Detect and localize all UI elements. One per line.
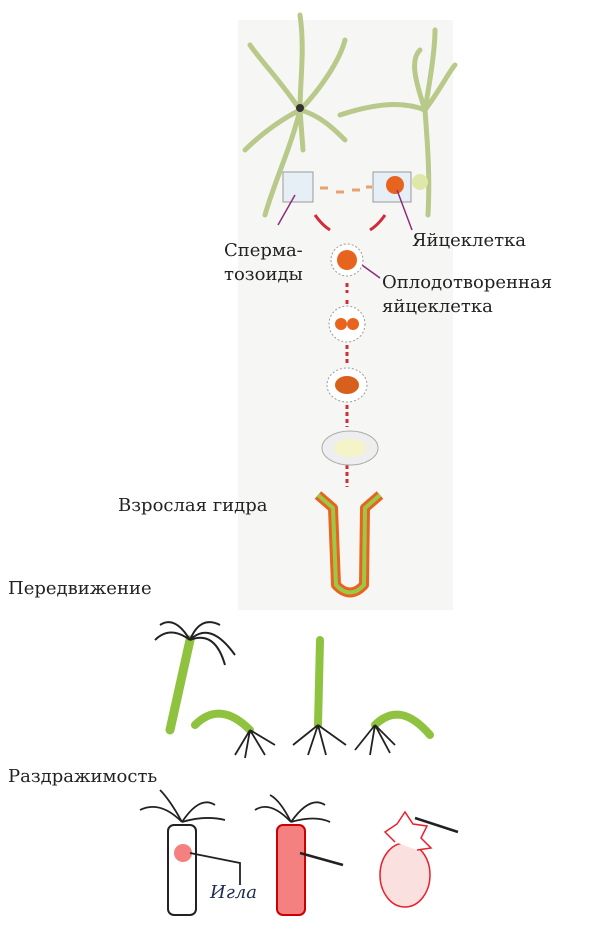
heading-irritability: Раздражимость <box>8 766 158 787</box>
fertilized-egg <box>330 243 364 277</box>
label-needle: Игла <box>210 882 257 903</box>
morula-stage <box>326 367 368 403</box>
heading-movement: Передвижение <box>8 578 152 599</box>
testis-inset <box>282 171 314 203</box>
movement-sequence <box>154 621 434 759</box>
sperm-path <box>320 185 372 194</box>
male-hydra <box>242 12 348 218</box>
female-hydra <box>337 27 458 218</box>
egg-cell <box>386 176 404 194</box>
needle <box>189 852 241 885</box>
irritability-sequence <box>139 789 459 916</box>
label-sperm-line2: тозоиды <box>224 264 303 285</box>
embryo-stage <box>321 430 379 466</box>
development-arrows <box>313 214 387 487</box>
label-fertilized-line2: яйцеклетка <box>382 296 493 317</box>
label-egg: Яйцеклетка <box>412 230 527 251</box>
two-cell-stage <box>328 305 366 343</box>
label-sperm-line1: Сперма- <box>224 240 303 261</box>
label-fertilized-line1: Оплодотворенная <box>382 272 553 293</box>
label-adult-hydra: Взрослая гидра <box>118 495 268 516</box>
